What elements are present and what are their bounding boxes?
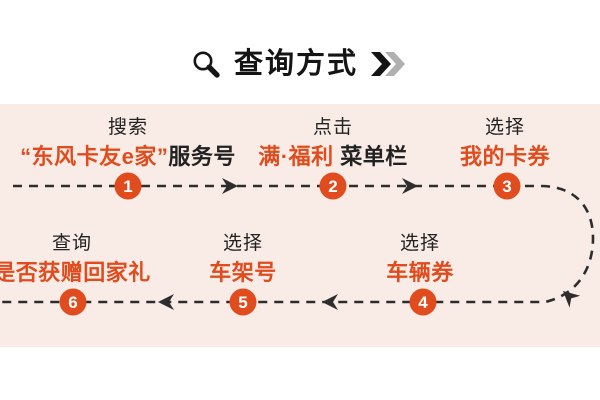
step-6-target: 是否获赠回家礼 (0, 260, 151, 286)
step-4-action: 选择 (399, 233, 441, 254)
step-3-action: 选择 (484, 117, 526, 138)
step-6-label: 查询 是否获赠回家礼 (0, 232, 151, 286)
step-1-label: 搜索 “东风卡友e家”服务号 (20, 116, 236, 170)
step-3-target-highlight: 我的卡券 (459, 143, 551, 169)
arrowhead-left-1 (322, 294, 338, 310)
step-1-target: “东风卡友e家”服务号 (20, 144, 236, 170)
step-2-target-highlight: 满·福利 (258, 143, 334, 169)
search-icon (193, 51, 220, 78)
step-badge-2: 2 (319, 172, 347, 200)
step-5-target-highlight: 车架号 (209, 259, 277, 285)
svg-text:6: 6 (68, 293, 77, 312)
step-6-action: 查询 (51, 233, 93, 254)
svg-text:3: 3 (502, 177, 511, 196)
step-2-action: 点击 (312, 117, 354, 138)
step-2-target-rest: 菜单栏 (333, 143, 408, 169)
step-5-action: 选择 (222, 233, 264, 254)
step-5-label: 选择 车架号 (209, 232, 277, 286)
step-4-label: 选择 车辆券 (386, 232, 454, 286)
svg-text:5: 5 (238, 293, 247, 312)
flow-diagram: 1 2 3 4 5 (0, 172, 595, 316)
step-badge-1: 1 (114, 172, 142, 200)
svg-text:4: 4 (418, 293, 428, 312)
step-1-target-rest: 服务号 (168, 143, 236, 169)
arrowhead-left-2 (158, 294, 174, 310)
step-1-target-highlight: “东风卡友e家” (20, 143, 169, 169)
step-3-target: 我的卡券 (460, 144, 550, 170)
step-2-label: 点击 满·福利 菜单栏 (258, 116, 407, 170)
svg-text:1: 1 (123, 177, 132, 196)
step-badge-4: 4 (409, 288, 437, 316)
arrowhead-right-2 (402, 178, 418, 194)
title-bar: 查询方式 (0, 42, 600, 86)
step-5-target: 车架号 (209, 260, 277, 286)
flow-panel: 1 2 3 4 5 (0, 104, 600, 347)
svg-text:2: 2 (328, 177, 337, 196)
page-title: 查询方式 (233, 47, 358, 80)
step-badge-5: 5 (229, 288, 257, 316)
double-chevron-right-icon (371, 52, 405, 76)
step-2-target: 满·福利 菜单栏 (258, 144, 407, 170)
step-4-target: 车辆券 (386, 260, 454, 286)
step-6-target-highlight: 是否获赠回家礼 (0, 259, 151, 285)
step-4-target-highlight: 车辆券 (386, 259, 454, 285)
arrowhead-curve-down (563, 291, 581, 308)
step-badge-3: 3 (493, 172, 521, 200)
step-badge-6: 6 (59, 288, 87, 316)
arrowhead-right-1 (222, 178, 238, 194)
step-3-label: 选择 我的卡券 (460, 116, 550, 170)
step-1-action: 搜索 (107, 117, 149, 138)
